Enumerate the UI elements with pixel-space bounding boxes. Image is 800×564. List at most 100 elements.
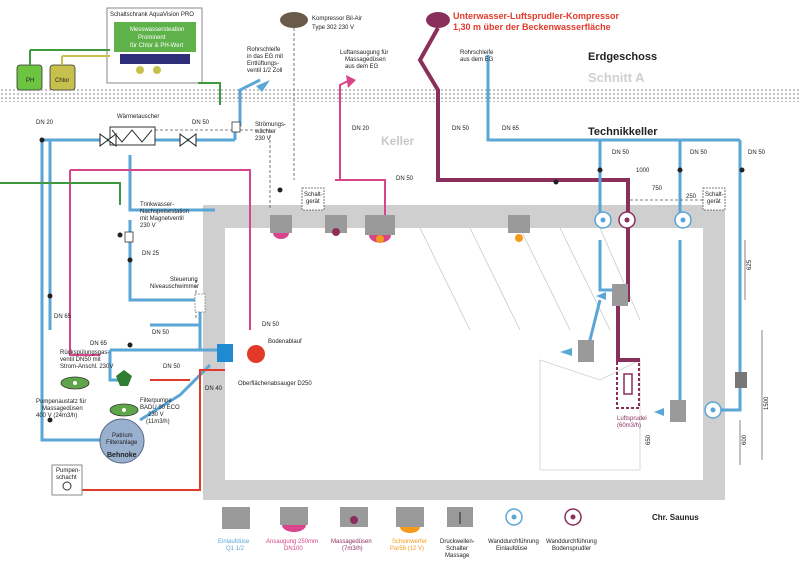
schacht-1: Pumpen- xyxy=(56,468,80,474)
measurement-station xyxy=(114,22,196,52)
wall-nozzles xyxy=(270,215,530,243)
legend-item-2-l1: Ansaugung 250mm xyxy=(266,539,318,545)
pumpe-3: 400 V (24m3/h) xyxy=(36,413,77,419)
dim-600: 600 xyxy=(742,434,748,445)
legend-item-6-l2: Einlaufdüse xyxy=(496,546,528,552)
rs-eg-3: Entlüftungs- xyxy=(247,61,279,67)
air-intake-pipe xyxy=(339,79,351,100)
rs2-1: Rohrschleife xyxy=(460,50,494,56)
luftsprudel-1: Luftsprudel xyxy=(617,416,647,422)
dn50-d: DN 50 xyxy=(690,150,708,156)
filter-tank xyxy=(99,418,145,464)
legend-item-1-l1: Einlaufdüse xyxy=(218,539,250,545)
stroemung-2: wächter xyxy=(254,129,276,135)
schalt-2: gerät xyxy=(306,199,320,205)
legend-item-7-l1: Wanddurchführung xyxy=(546,539,597,545)
intake-3: aus dem EG xyxy=(345,64,379,70)
dn40: DN 40 xyxy=(205,386,223,392)
floor-drain xyxy=(247,345,265,363)
filteranlage-2: Filteranlage xyxy=(106,440,138,446)
compressor-type: Type 302 230 V xyxy=(312,25,354,31)
dn65-left: DN 65 xyxy=(54,314,72,320)
waermetauscher-label: Wärmetauscher xyxy=(117,114,159,120)
legend-item-7-l2: Bodensprudler xyxy=(552,546,591,552)
legend-item-4-l2: Par56 (12 V) xyxy=(390,546,424,552)
measurement-l3: für Chlor & PH-Wert xyxy=(130,43,184,49)
pumpe-1: Pumpenaustatz für xyxy=(36,399,86,405)
water-lines-red xyxy=(60,369,225,491)
vent-arrow xyxy=(256,80,270,92)
pool-basin-inner xyxy=(225,228,703,480)
dim-250: 250 xyxy=(686,194,697,200)
dn65-top: DN 65 xyxy=(502,126,520,132)
intake-1: Luftansaugung für xyxy=(340,50,388,56)
backwash-valve xyxy=(116,370,132,386)
dim-650: 650 xyxy=(646,434,652,445)
legend-item-6-l1: Wanddurchführung xyxy=(488,539,539,545)
bodenablauf-label: Bodenablauf xyxy=(268,339,302,345)
dn65-g: DN 65 xyxy=(90,341,108,347)
valves xyxy=(99,133,197,147)
keller-label: Keller xyxy=(381,134,415,148)
dim-1000: 1000 xyxy=(636,168,650,174)
legend-item-5-l2: Schalter xyxy=(446,546,468,552)
wall-feedthroughs xyxy=(594,211,722,419)
sensor-1 xyxy=(136,66,144,74)
cabinet-title: Schaltschrank AquaVision PRO xyxy=(110,12,194,18)
erdgeschoss-label: Erdgeschoss xyxy=(588,51,657,63)
pool-hatching xyxy=(419,227,641,331)
compressor-bilair xyxy=(280,12,308,28)
steuer-1: Steuerung xyxy=(170,277,198,283)
oberflaeche-label: Oberflächenabsauger D250 xyxy=(238,381,312,387)
floor-bubbler xyxy=(616,359,640,409)
dn20-left: DN 20 xyxy=(36,120,54,126)
floor-slab xyxy=(0,88,800,102)
dn50-f: DN 50 xyxy=(152,330,170,336)
schacht-2: schacht xyxy=(56,475,77,481)
intake-2: Massagedüsen xyxy=(345,57,386,63)
dim-1500: 1500 xyxy=(764,396,770,410)
sensor-2 xyxy=(153,66,161,74)
uw-subtitle: 1,30 m über der Beckenwasserfläche xyxy=(453,22,611,32)
dimension-marks xyxy=(739,240,763,465)
dn50-top-mid: DN 50 xyxy=(396,176,414,182)
filter-3: 230 V xyxy=(148,412,164,418)
trink-2: Nachspeisestation xyxy=(140,209,189,215)
trink-3: mit Magnetventil xyxy=(140,216,184,222)
legend-item-3-l1: Massagedüsen xyxy=(331,539,372,545)
inlet-jets xyxy=(560,284,747,422)
rueck-2: ventil DN50 mit xyxy=(60,357,101,363)
steuer-2: Niveauschwimmer xyxy=(150,284,199,290)
dn50-e: DN 50 xyxy=(748,150,766,156)
dn50-b: DN 50 xyxy=(452,126,470,132)
dim-750: 750 xyxy=(652,186,663,192)
technikkeller-label: Technikkeller xyxy=(588,126,658,138)
measurement-title: Messwassersteation xyxy=(130,27,184,33)
dn50-c: DN 50 xyxy=(612,150,630,156)
rueck-1: Rückspülungsgas- xyxy=(60,350,109,356)
schalt-r2: gerät xyxy=(707,199,721,205)
dn50-a: DN 50 xyxy=(192,120,210,126)
legend-item-1-l2: Q1 1/2 xyxy=(226,546,245,552)
dn50-h: DN 50 xyxy=(163,364,181,370)
rs2-2: aus dem EG xyxy=(460,57,494,63)
flow-monitor xyxy=(231,121,241,133)
water-lines-green xyxy=(0,82,221,205)
switch-device-right xyxy=(702,187,726,211)
schalt-r1: Schalt- xyxy=(705,192,724,198)
uw-title: Unterwasser-Luftsprudler-Kompressor xyxy=(453,11,620,21)
behnoke-label: Behnoke xyxy=(107,452,137,459)
filter-4: (11m3/h) xyxy=(146,419,170,425)
pool-step-outline xyxy=(539,359,641,471)
rueck-3: Strom-Anschl. 230V xyxy=(60,364,113,370)
tank-ph-label: PH xyxy=(26,78,34,84)
stroemung-3: 230 V xyxy=(255,136,271,142)
tank-chlor-label: Chlor xyxy=(55,78,69,84)
rs-eg-1: Rohrschleife xyxy=(247,47,281,53)
cabinet-module-row xyxy=(120,54,190,64)
legend-item-4-l1: Scheinwerfer xyxy=(392,539,427,545)
surface-skimmer xyxy=(217,344,233,362)
legend-symbols xyxy=(222,507,582,533)
